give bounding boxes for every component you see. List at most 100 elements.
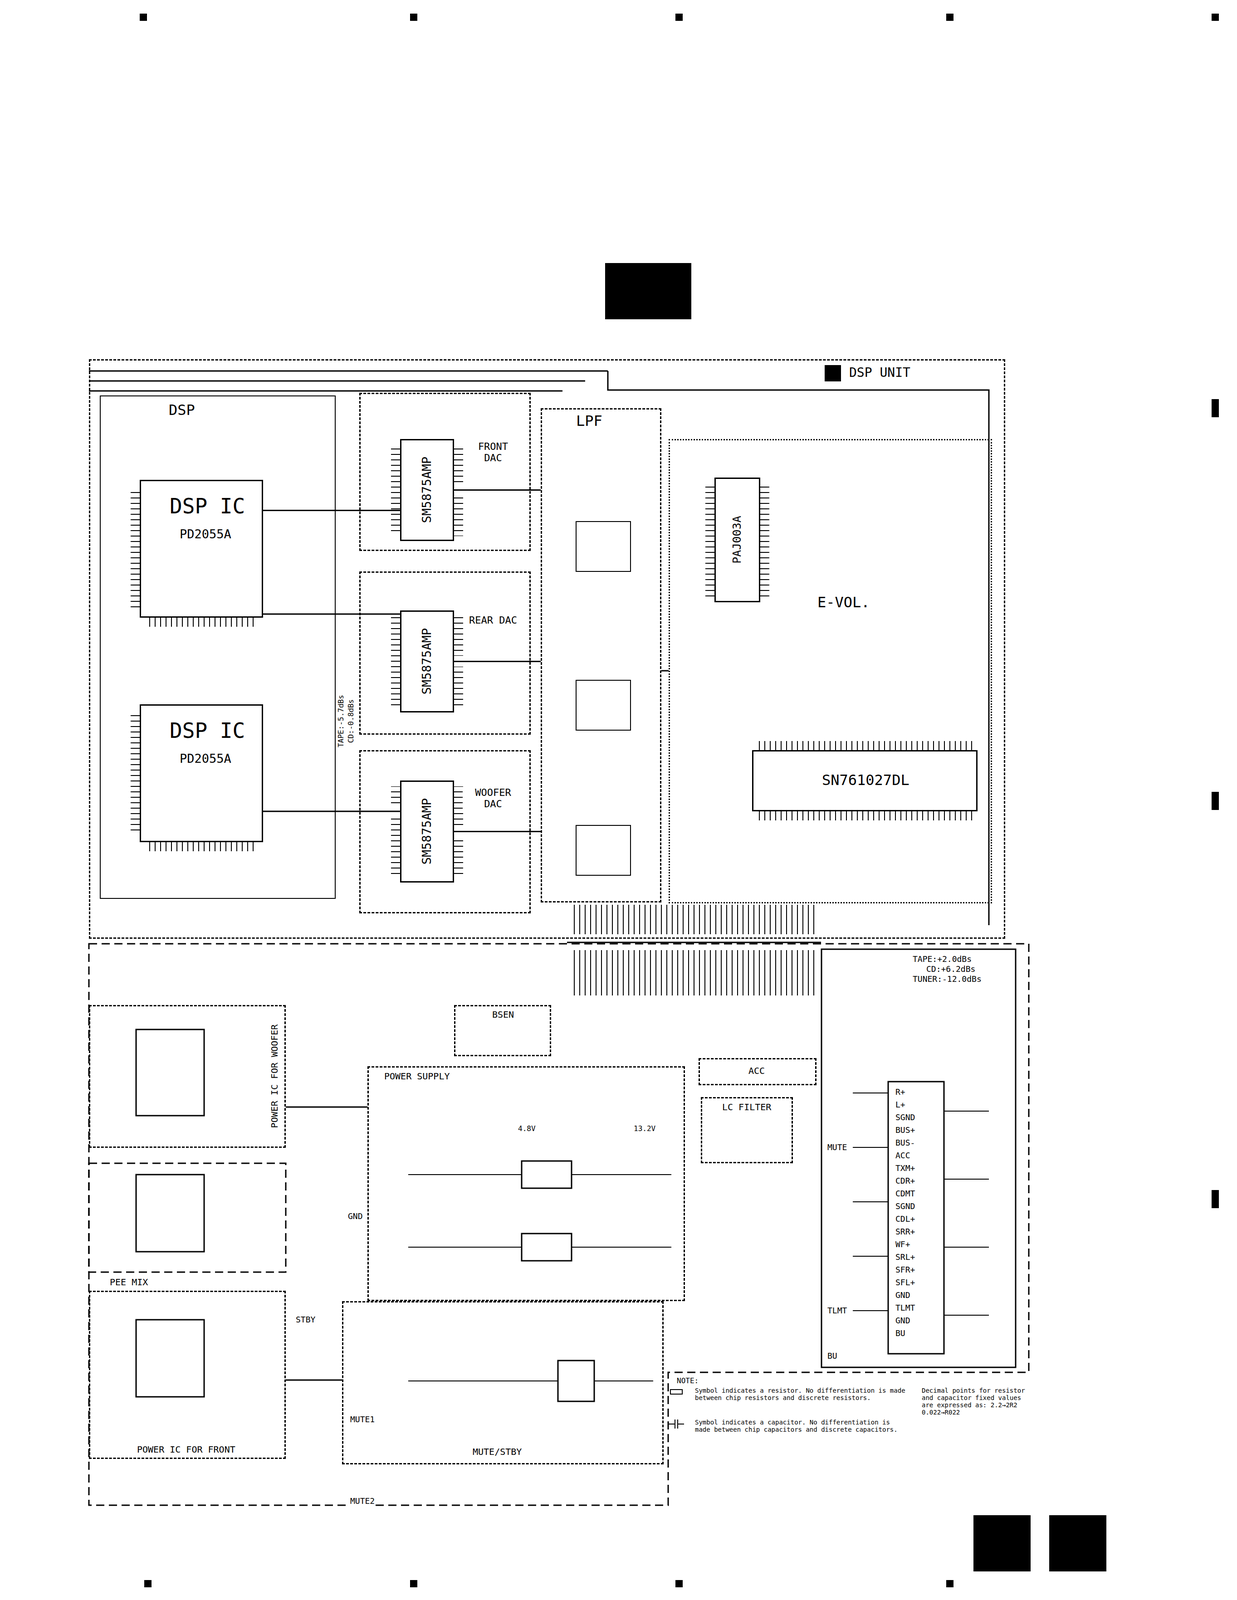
signal-name: MUTE1: [349, 1415, 376, 1425]
level-note: TAPE:+2.0dBs: [911, 954, 973, 965]
ic-package: PAJ003A: [714, 477, 761, 603]
pin-name: SGND: [894, 1113, 916, 1123]
voltage-label: 13.2V: [632, 1124, 657, 1134]
block-title: SN761027DL: [821, 772, 911, 789]
pin-name: L+: [894, 1100, 907, 1110]
note-text: Symbol indicates a capacitor. No differe…: [694, 1418, 910, 1434]
block-title: SM5875AMP: [419, 455, 434, 524]
supply-region: POWER SUPPLY: [367, 1066, 685, 1302]
signal-name: MUTE: [826, 1143, 848, 1153]
level-note: CD:+6.2dBs: [925, 964, 977, 975]
pin-name: SRR+: [894, 1227, 916, 1237]
block-title: DSP IC: [168, 494, 246, 519]
signal-wire: [454, 489, 541, 491]
pin-name: BUS-: [894, 1138, 916, 1149]
power-ic-package: [136, 1029, 205, 1398]
dac-region: FRONT DACSM5875AMP: [359, 392, 531, 552]
capacitor-symbol: [668, 1419, 685, 1429]
signal-name: STBY: [294, 1315, 317, 1326]
ic-package: SM5875AMP: [400, 439, 455, 542]
ic-package: SM5875AMP: [400, 780, 455, 883]
pin-name: BUS+: [894, 1125, 916, 1136]
signal-wire: [285, 1106, 368, 1109]
connector-pins: [567, 904, 822, 996]
registration-marks: [139, 13, 1219, 1588]
filter-region: LC FILTER: [700, 1097, 793, 1164]
signal-wire: [263, 811, 401, 813]
block-title: LC FILTER: [721, 1102, 773, 1113]
dac-region: REAR DAC SM5875AMP: [359, 571, 531, 735]
board-boundary: [88, 943, 1029, 1506]
block-title: POWER SUPPLY: [383, 1071, 451, 1082]
pin-name: CDR+: [894, 1176, 916, 1187]
block-title: SM5875AMP: [419, 627, 434, 696]
signal-name: GND: [347, 1212, 364, 1222]
pin-name: BU: [894, 1329, 907, 1339]
block-title: ACC: [747, 1065, 766, 1077]
ic-pins: [130, 444, 974, 879]
level-note: TAPE:-5.7dBs: [337, 694, 346, 749]
pin-name: ACC: [894, 1151, 912, 1161]
block-title: LPF: [575, 412, 604, 430]
pin-name: SFR+: [894, 1265, 916, 1276]
block-label: PEE MIX: [108, 1277, 149, 1288]
block-title: PAJ003A: [730, 514, 744, 565]
signal-wire: [454, 660, 541, 663]
signal-name: MUTE2: [349, 1496, 376, 1507]
connector-block: [821, 949, 1016, 1368]
note-heading: NOTE:: [675, 1377, 700, 1386]
pin-name: TXM+: [894, 1163, 916, 1174]
level-note: CD:-0.8dBs: [347, 698, 356, 744]
supply-wire: [408, 1174, 672, 1382]
ic-package: SN761027DL: [752, 750, 978, 812]
volume-region: E-VOL.PAJ003ASN761027DL: [668, 439, 993, 904]
ic-package: SM5875AMP: [400, 610, 455, 713]
voltage-label: 4.8V: [517, 1124, 537, 1134]
block-title: BSEN: [491, 1009, 515, 1021]
level-note: TUNER:-12.0dBs: [911, 974, 983, 985]
sense-region: BSEN: [454, 1005, 552, 1057]
block-title: SM5875AMP: [419, 797, 434, 866]
pin-name: SRL+: [894, 1252, 916, 1263]
block-region: DSP DSP IC PD2055A DSP IC PD2055A: [99, 395, 336, 900]
bus-wire: [88, 371, 989, 926]
signal-name: BU: [826, 1351, 839, 1362]
block-region: [88, 1163, 286, 1273]
block-title: POWER IC FOR FRONT: [136, 1444, 237, 1456]
regulator-package: [521, 1161, 595, 1402]
pin-name: WF+: [894, 1240, 912, 1250]
signal-wire: [454, 831, 541, 833]
resistor-symbol: [670, 1389, 683, 1395]
pin-name: R+: [894, 1087, 907, 1098]
block-title: REAR DAC: [467, 614, 519, 626]
block-title: PD2055A: [178, 527, 233, 542]
signal-name: TLMT: [826, 1306, 848, 1316]
block-title: DSP: [167, 401, 196, 419]
signal-wire: [661, 670, 669, 672]
pin-name: CDMT: [894, 1189, 916, 1199]
signal-wire: [263, 613, 401, 616]
note-text: Decimal points for resistor and capacito…: [920, 1387, 1032, 1417]
block-title: POWER IC FOR WOOFER: [269, 1023, 280, 1130]
note-text: Symbol indicates a resistor. No differen…: [694, 1387, 910, 1402]
pin-box: [888, 1081, 944, 1355]
pin-name: GND: [894, 1290, 912, 1301]
block-title: MUTE/STBY: [471, 1447, 523, 1458]
amp-region: POWER IC FOR WOOFER: [88, 1005, 286, 1149]
block-title: PD2055A: [178, 751, 233, 766]
connector-wire: [852, 1093, 989, 1316]
opamp-block: [576, 521, 631, 876]
amp-region: POWER IC FOR FRONT: [88, 1290, 286, 1460]
block-title: DSP UNIT: [848, 365, 912, 381]
pin-name: CDL+: [894, 1214, 916, 1225]
acc-region: ACC: [698, 1058, 817, 1086]
block-title: WOOFER DAC: [462, 787, 524, 811]
block-title: DSP IC: [168, 718, 246, 744]
ic-package: DSP IC PD2055A: [139, 479, 264, 618]
unit-boundary: DSP UNIT DSP DSP IC PD2055A DSP IC PD2055A FRO…: [88, 359, 1006, 939]
dac-region: WOOFER DAC SM5875AMP: [359, 750, 531, 914]
